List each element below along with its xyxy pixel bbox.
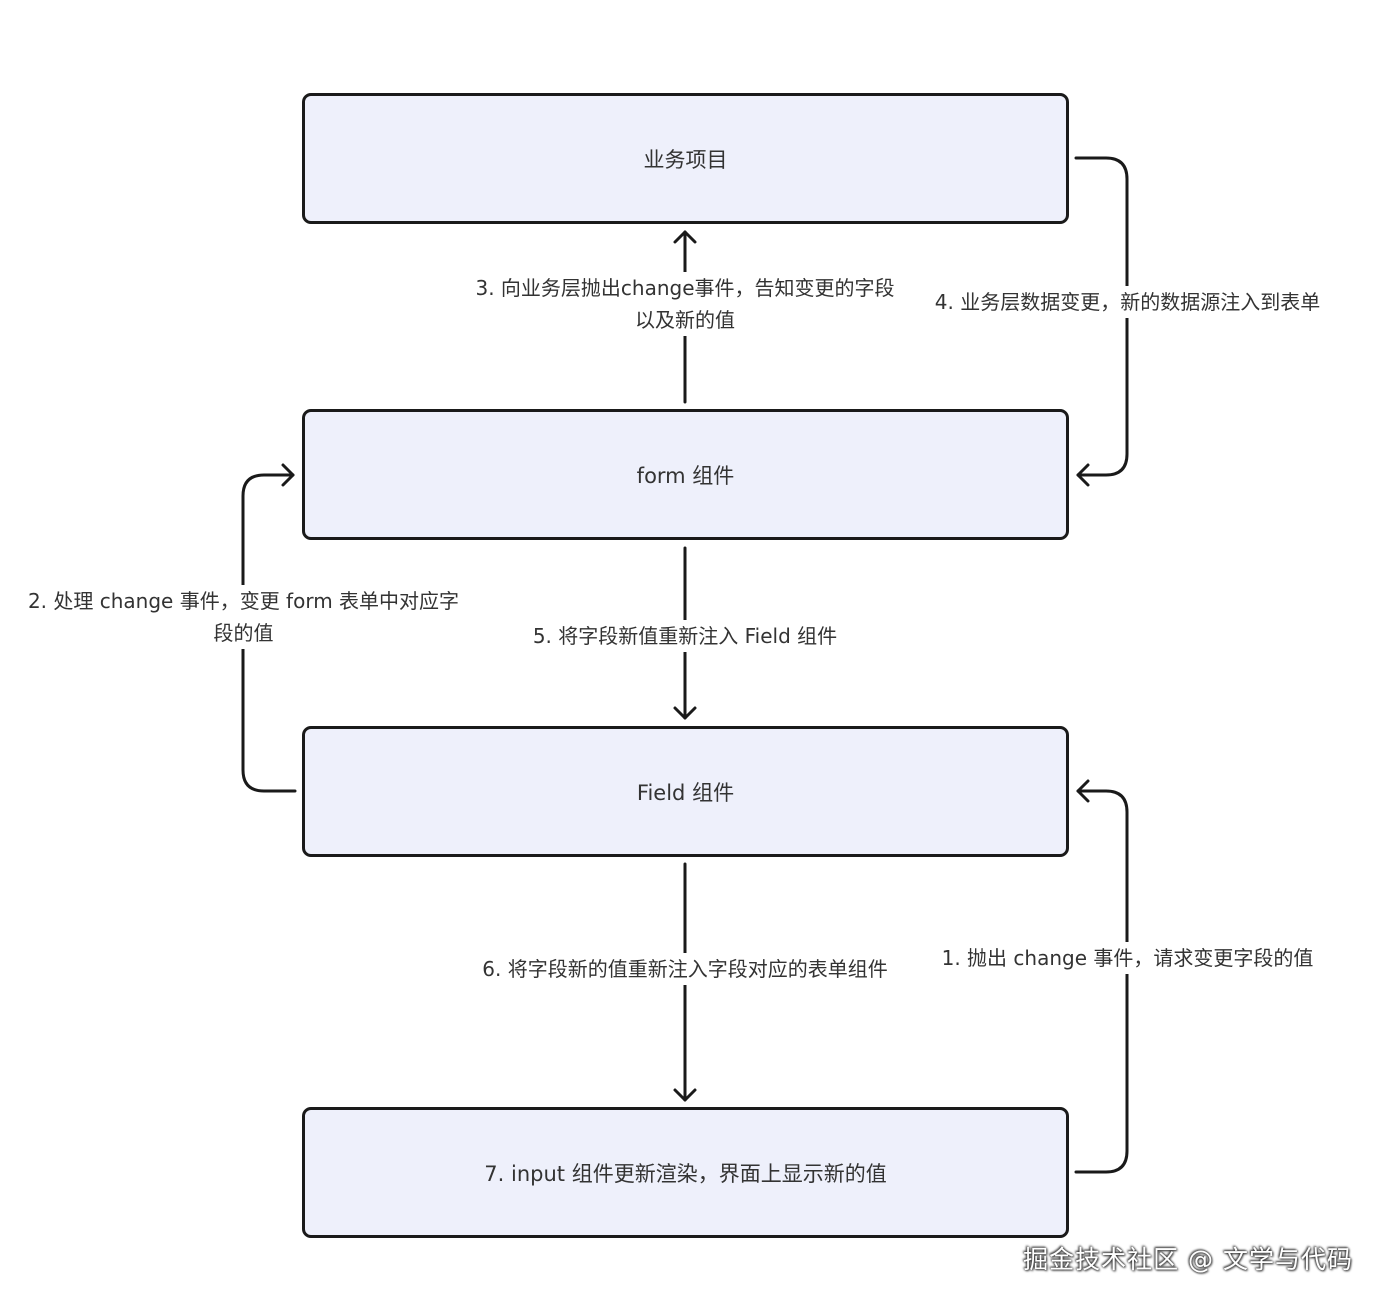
arrowhead-step1 bbox=[1076, 779, 1090, 803]
edge-label-step5: 5. 将字段新值重新注入 Field 组件 bbox=[505, 620, 865, 652]
node-form-component: form 组件 bbox=[302, 409, 1069, 540]
node-business-label: 业务项目 bbox=[643, 147, 728, 172]
edge-label-step6: 6. 将字段新的值重新注入字段对应的表单组件 bbox=[470, 953, 900, 985]
watermark: 掘金技术社区 @ 文学与代码 bbox=[1023, 1245, 1353, 1274]
edge-label-step1: 1. 抛出 change 事件，请求变更字段的值 bbox=[915, 942, 1340, 974]
node-business-project: 业务项目 bbox=[302, 93, 1069, 224]
arrowhead-step4 bbox=[1076, 463, 1090, 487]
arrowhead-step5 bbox=[673, 706, 697, 720]
arrow-step1 bbox=[1074, 789, 1129, 1174]
arrowhead-step6 bbox=[673, 1088, 697, 1102]
arrowhead-step2 bbox=[281, 463, 295, 487]
arrowhead-step3 bbox=[673, 230, 697, 244]
node-field-component: Field 组件 bbox=[302, 726, 1069, 857]
edge-label-step2: 2. 处理 change 事件，变更 form 表单中对应字段的值 bbox=[26, 585, 461, 649]
edge-label-step4: 4. 业务层数据变更，新的数据源注入到表单 bbox=[915, 286, 1340, 318]
node-input-label: 7. input 组件更新渲染，界面上显示新的值 bbox=[484, 1161, 887, 1186]
node-input-component: 7. input 组件更新渲染，界面上显示新的值 bbox=[302, 1107, 1069, 1238]
node-form-label: form 组件 bbox=[636, 463, 735, 488]
edge-label-step3: 3. 向业务层抛出change事件，告知变更的字段以及新的值 bbox=[470, 272, 900, 336]
node-field-label: Field 组件 bbox=[636, 780, 735, 805]
